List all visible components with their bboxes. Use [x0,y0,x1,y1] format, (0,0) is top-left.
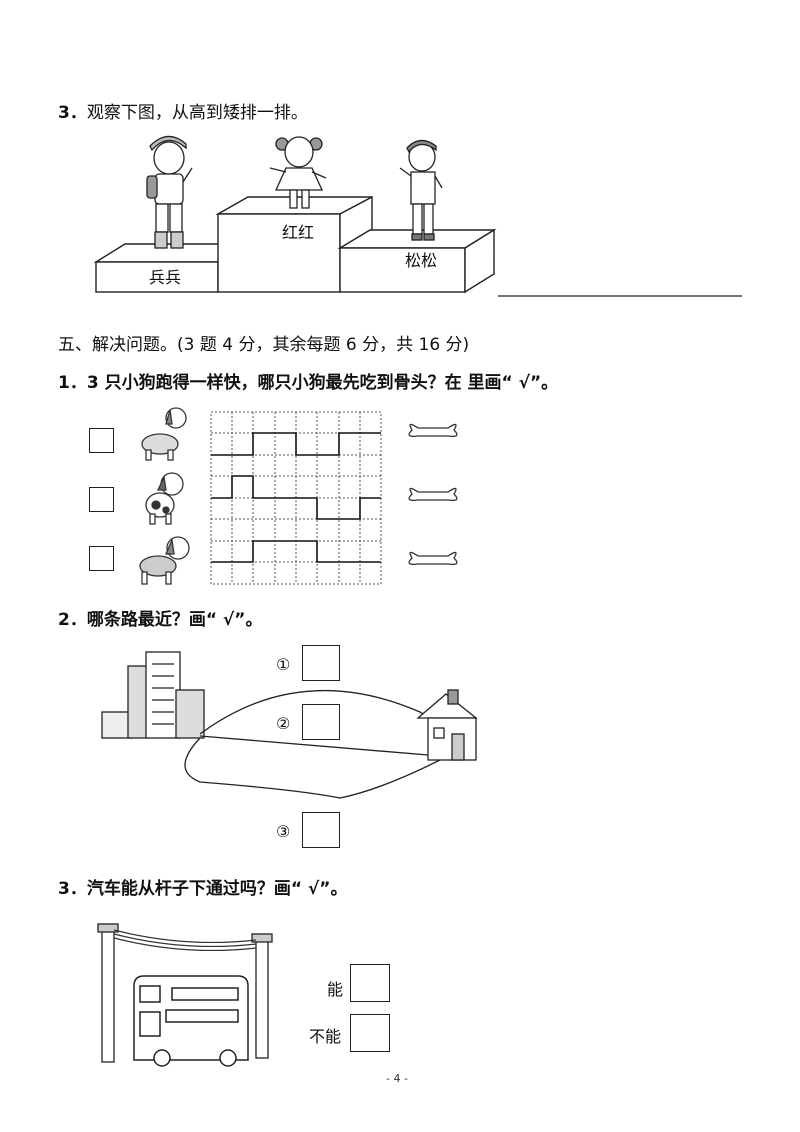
name-label-bingbing: 兵兵 [149,268,182,287]
routes-illustration [101,651,478,799]
pole-left [101,929,115,1063]
question-prompt: 汽车能从杆子下通过吗？画“ √”。 [86,879,348,899]
answer-box-dog-1[interactable] [89,428,114,453]
question-number: 3． [58,879,87,899]
bone-icon [408,551,458,566]
answer-box-route-2[interactable] [302,704,340,740]
path-dog-1 [211,432,381,456]
bus-icon [133,975,249,1067]
path-dog-2 [211,475,381,520]
route-label-2: ② [276,714,291,733]
section-5-title: 五、解决问题。(3 题 4 分，其余每题 6 分，共 16 分) [58,335,470,355]
podium-illustration [93,135,742,297]
route-label-1: ① [276,655,291,674]
pole-right [255,939,269,1059]
route-3 [184,737,441,799]
girl-honghong-figure [269,136,327,209]
buildings-icon [101,651,205,739]
route-2 [199,735,441,757]
option-label-no: 不能 [309,1027,342,1046]
answer-box-no[interactable] [350,1014,390,1052]
question-number: 3． [58,103,87,123]
question-3-heading: 3．观察下图，从高到矮排一排。 [58,98,308,123]
bone-icon [408,423,458,438]
name-label-songsong: 松松 [405,251,438,270]
answer-box-dog-3[interactable] [89,546,114,571]
house-icon [416,689,478,761]
question-1-heading: 1．3 只小狗跑得一样快，哪只小狗最先吃到骨头？在 里画“ √”。 [58,368,558,393]
question-3-heading: 3．汽车能从杆子下通过吗？画“ √”。 [58,874,347,899]
answer-box-route-1[interactable] [302,645,340,681]
question-prompt: 3 只小狗跑得一样快，哪只小狗最先吃到骨头？在 里画“ √”。 [86,373,559,393]
name-label-honghong: 红红 [282,223,315,242]
dog-icon [145,472,184,525]
route-label-3: ③ [276,822,291,841]
path-dog-3 [211,540,381,563]
question-prompt: 哪条路最近？画“ √”。 [86,610,263,630]
dogs-and-grid-illustration [139,407,458,585]
boy-bingbing-figure [146,135,193,249]
question-number: 1． [58,373,87,393]
dog-icon [139,536,190,585]
bus-and-poles-illustration [97,923,273,1067]
question-prompt: 观察下图，从高到矮排一排。 [86,103,308,123]
bone-icon [408,487,458,502]
answer-box-yes[interactable] [350,964,390,1002]
page-number: - 4 - [386,1072,408,1085]
answer-box-route-3[interactable] [302,812,340,848]
boy-songsong-figure [399,139,443,241]
question-2-heading: 2．哪条路最近？画“ √”。 [58,605,262,630]
dog-icon [141,407,187,461]
answer-box-dog-2[interactable] [89,487,114,512]
option-label-yes: 能 [327,980,344,999]
question-number: 2． [58,610,87,630]
